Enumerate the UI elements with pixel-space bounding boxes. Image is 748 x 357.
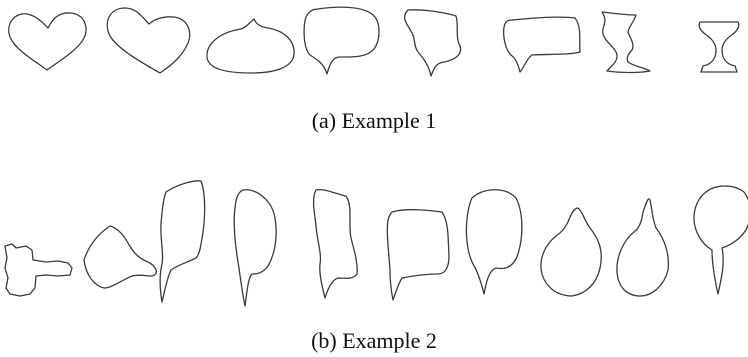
example-1-shape-sequence xyxy=(0,0,748,90)
caption-a-label: Example 1 xyxy=(342,108,437,133)
caption-b-tag: (b) xyxy=(311,328,337,353)
shape-drop-1 xyxy=(234,190,276,306)
shape-drop-2 xyxy=(314,190,358,298)
shape-onion-spike xyxy=(617,199,668,296)
example-2-shape-sequence xyxy=(0,170,748,320)
shape-speech-1 xyxy=(304,7,379,74)
caption-b-label: Example 2 xyxy=(342,328,437,353)
shape-heart-2 xyxy=(107,8,189,73)
shape-hammer xyxy=(5,244,72,296)
shape-diamond-tail xyxy=(84,226,156,288)
shape-heart-1 xyxy=(9,13,86,70)
shape-tall-stem-1 xyxy=(160,181,205,302)
caption-a-tag: (a) xyxy=(312,108,336,133)
shape-goblet-wavy xyxy=(602,12,650,73)
shape-onion xyxy=(541,208,601,296)
shape-lollipop xyxy=(694,186,748,294)
shape-square-foot xyxy=(387,210,449,300)
shape-blob-nub xyxy=(207,19,294,73)
shape-speech-2 xyxy=(405,10,461,76)
shape-goblet-straight xyxy=(699,22,739,72)
caption-b: (b) Example 2 xyxy=(0,328,748,354)
shape-drop-3 xyxy=(466,190,521,294)
shape-speech-3 xyxy=(504,17,580,72)
caption-a: (a) Example 1 xyxy=(0,108,748,134)
